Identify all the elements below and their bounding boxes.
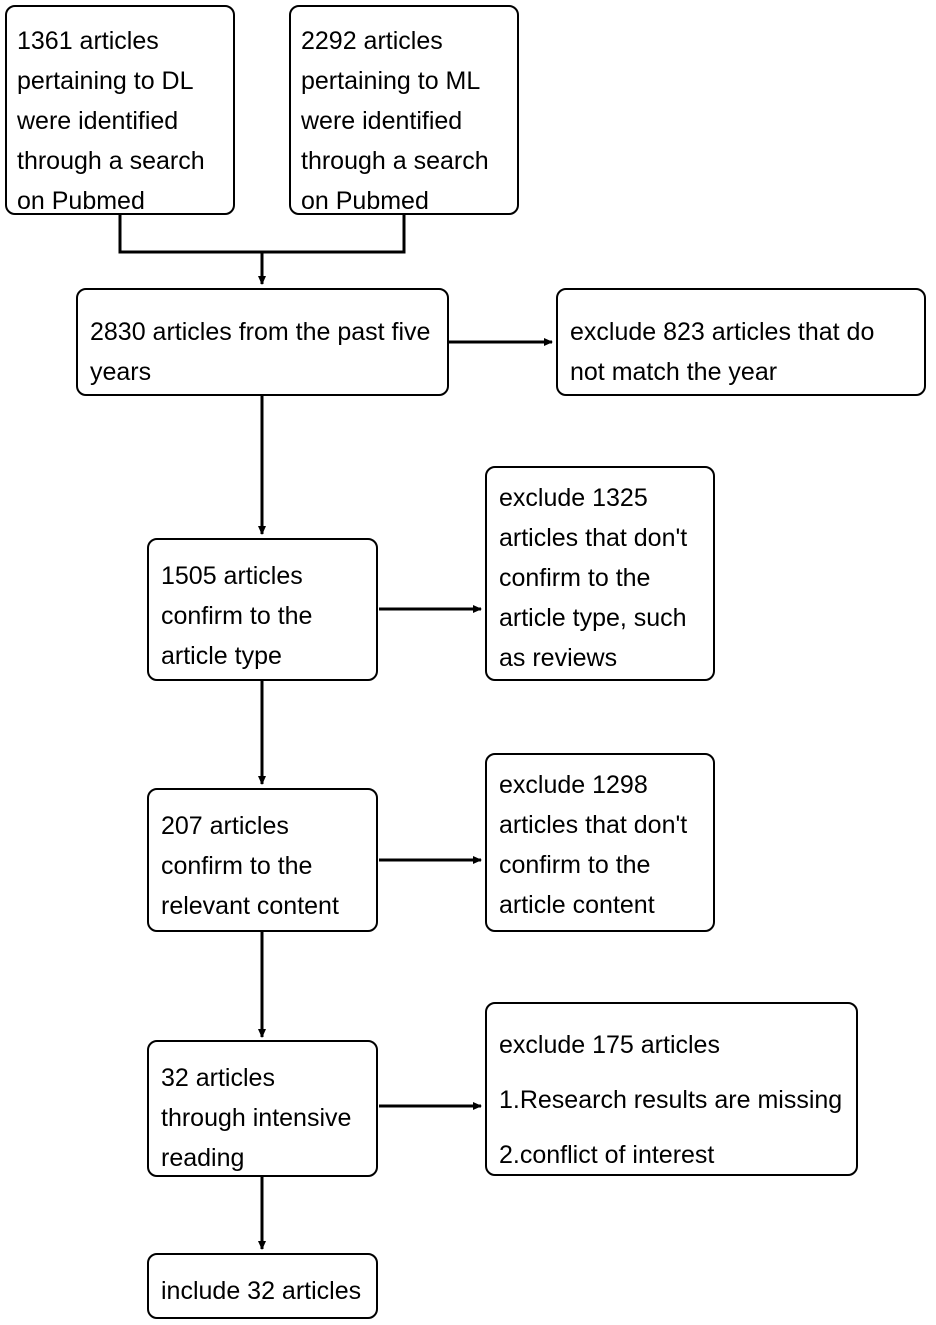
node-article-type: 1505 articles confirm to the article typ… — [147, 538, 378, 681]
node-exclude-type-label: exclude 1325 articles that don't confirm… — [499, 484, 688, 672]
node-include-final-label: include 32 articles — [161, 1277, 362, 1305]
node-exclude-year: exclude 823 articles that do not match t… — [556, 288, 926, 396]
node-intensive-reading: 32 articles through intensive reading — [147, 1040, 378, 1177]
node-source-dl: 1361 articles pertaining to DL were iden… — [5, 5, 235, 215]
node-source-dl-label: 1361 articles pertaining to DL were iden… — [17, 27, 205, 215]
node-past-five-years-label: 2830 articles from the past five years — [90, 318, 431, 386]
node-article-type-label: 1505 articles confirm to the article typ… — [161, 562, 313, 670]
node-relevant-content-label: 207 articles confirm to the relevant con… — [161, 812, 339, 920]
node-exclude-other: exclude 175 articles 1.Research results … — [485, 1002, 858, 1176]
node-exclude-content: exclude 1298 articles that don't confirm… — [485, 753, 715, 932]
node-exclude-year-label: exclude 823 articles that do not match t… — [570, 318, 875, 386]
node-exclude-type: exclude 1325 articles that don't confirm… — [485, 466, 715, 681]
node-exclude-content-label: exclude 1298 articles that don't confirm… — [499, 771, 688, 919]
node-exclude-other-label: exclude 175 articles 1.Research results … — [499, 1031, 843, 1169]
node-relevant-content: 207 articles confirm to the relevant con… — [147, 788, 378, 932]
node-include-final: include 32 articles — [147, 1253, 378, 1319]
node-source-ml-label: 2292 articles pertaining to ML were iden… — [301, 27, 489, 215]
node-past-five-years: 2830 articles from the past five years — [76, 288, 449, 396]
node-intensive-reading-label: 32 articles through intensive reading — [161, 1064, 352, 1172]
node-source-ml: 2292 articles pertaining to ML were iden… — [289, 5, 519, 215]
